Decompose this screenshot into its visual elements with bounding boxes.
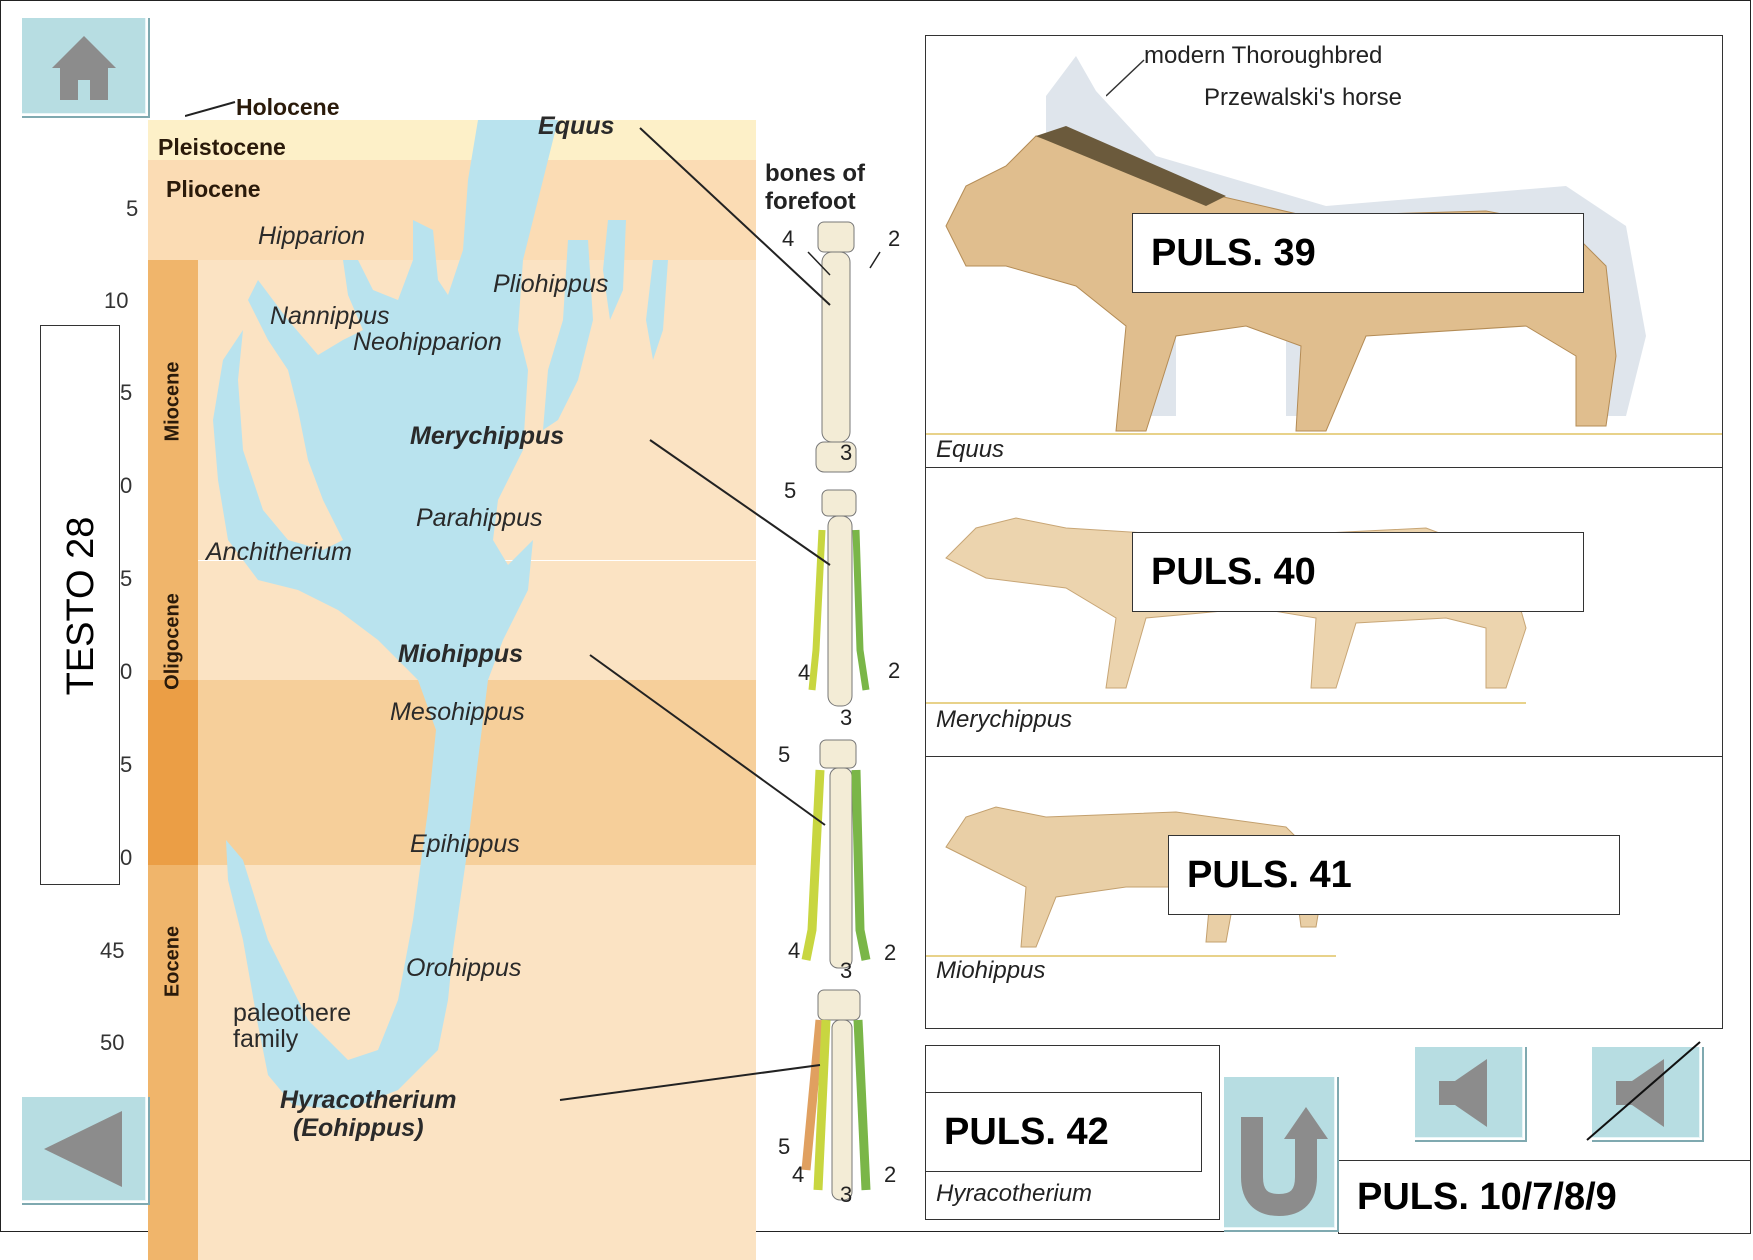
back-button[interactable]: [20, 1095, 148, 1203]
digit-3: 3: [840, 1182, 852, 1208]
return-button[interactable]: [1222, 1075, 1337, 1230]
caption-merychippus: Merychippus: [936, 706, 1072, 734]
puls-10-box[interactable]: PULS. 10/7/8/9: [1338, 1160, 1751, 1234]
sound-button[interactable]: [1413, 1045, 1525, 1140]
digit-4: 4: [788, 938, 800, 964]
puls-42-box[interactable]: PULS. 42: [925, 1092, 1202, 1172]
triangle-left-icon: [22, 1097, 146, 1201]
caption-equus: Equus: [936, 436, 1004, 464]
caption-hyracotherium: Hyracotherium: [936, 1180, 1092, 1208]
digit-2: 2: [884, 940, 896, 966]
panel-merychippus: Merychippus: [925, 467, 1723, 757]
digit-3: 3: [840, 440, 852, 466]
puls-41-box[interactable]: PULS. 41: [1168, 835, 1620, 915]
label-thoroughbred: modern Thoroughbred: [1144, 42, 1382, 70]
u-turn-icon: [1224, 1077, 1335, 1228]
digit-2: 2: [888, 226, 900, 252]
label-przewalski: Przewalski's horse: [1204, 84, 1402, 112]
digit-5: 5: [778, 1134, 790, 1160]
digit-4: 4: [792, 1162, 804, 1188]
digit-5: 5: [778, 742, 790, 768]
digit-2: 2: [884, 1162, 896, 1188]
digit-2: 2: [888, 658, 900, 684]
digit-3: 3: [840, 705, 852, 731]
digit-5: 5: [784, 478, 796, 504]
puls-40-box[interactable]: PULS. 40: [1132, 532, 1584, 612]
digit-4: 4: [798, 660, 810, 686]
mute-slash: [1585, 1040, 1705, 1145]
digit-3: 3: [840, 958, 852, 984]
digit-4: 4: [782, 226, 794, 252]
caption-miohippus: Miohippus: [936, 957, 1045, 985]
puls-39-box[interactable]: PULS. 39: [1132, 213, 1584, 293]
speaker-icon: [1415, 1047, 1523, 1138]
